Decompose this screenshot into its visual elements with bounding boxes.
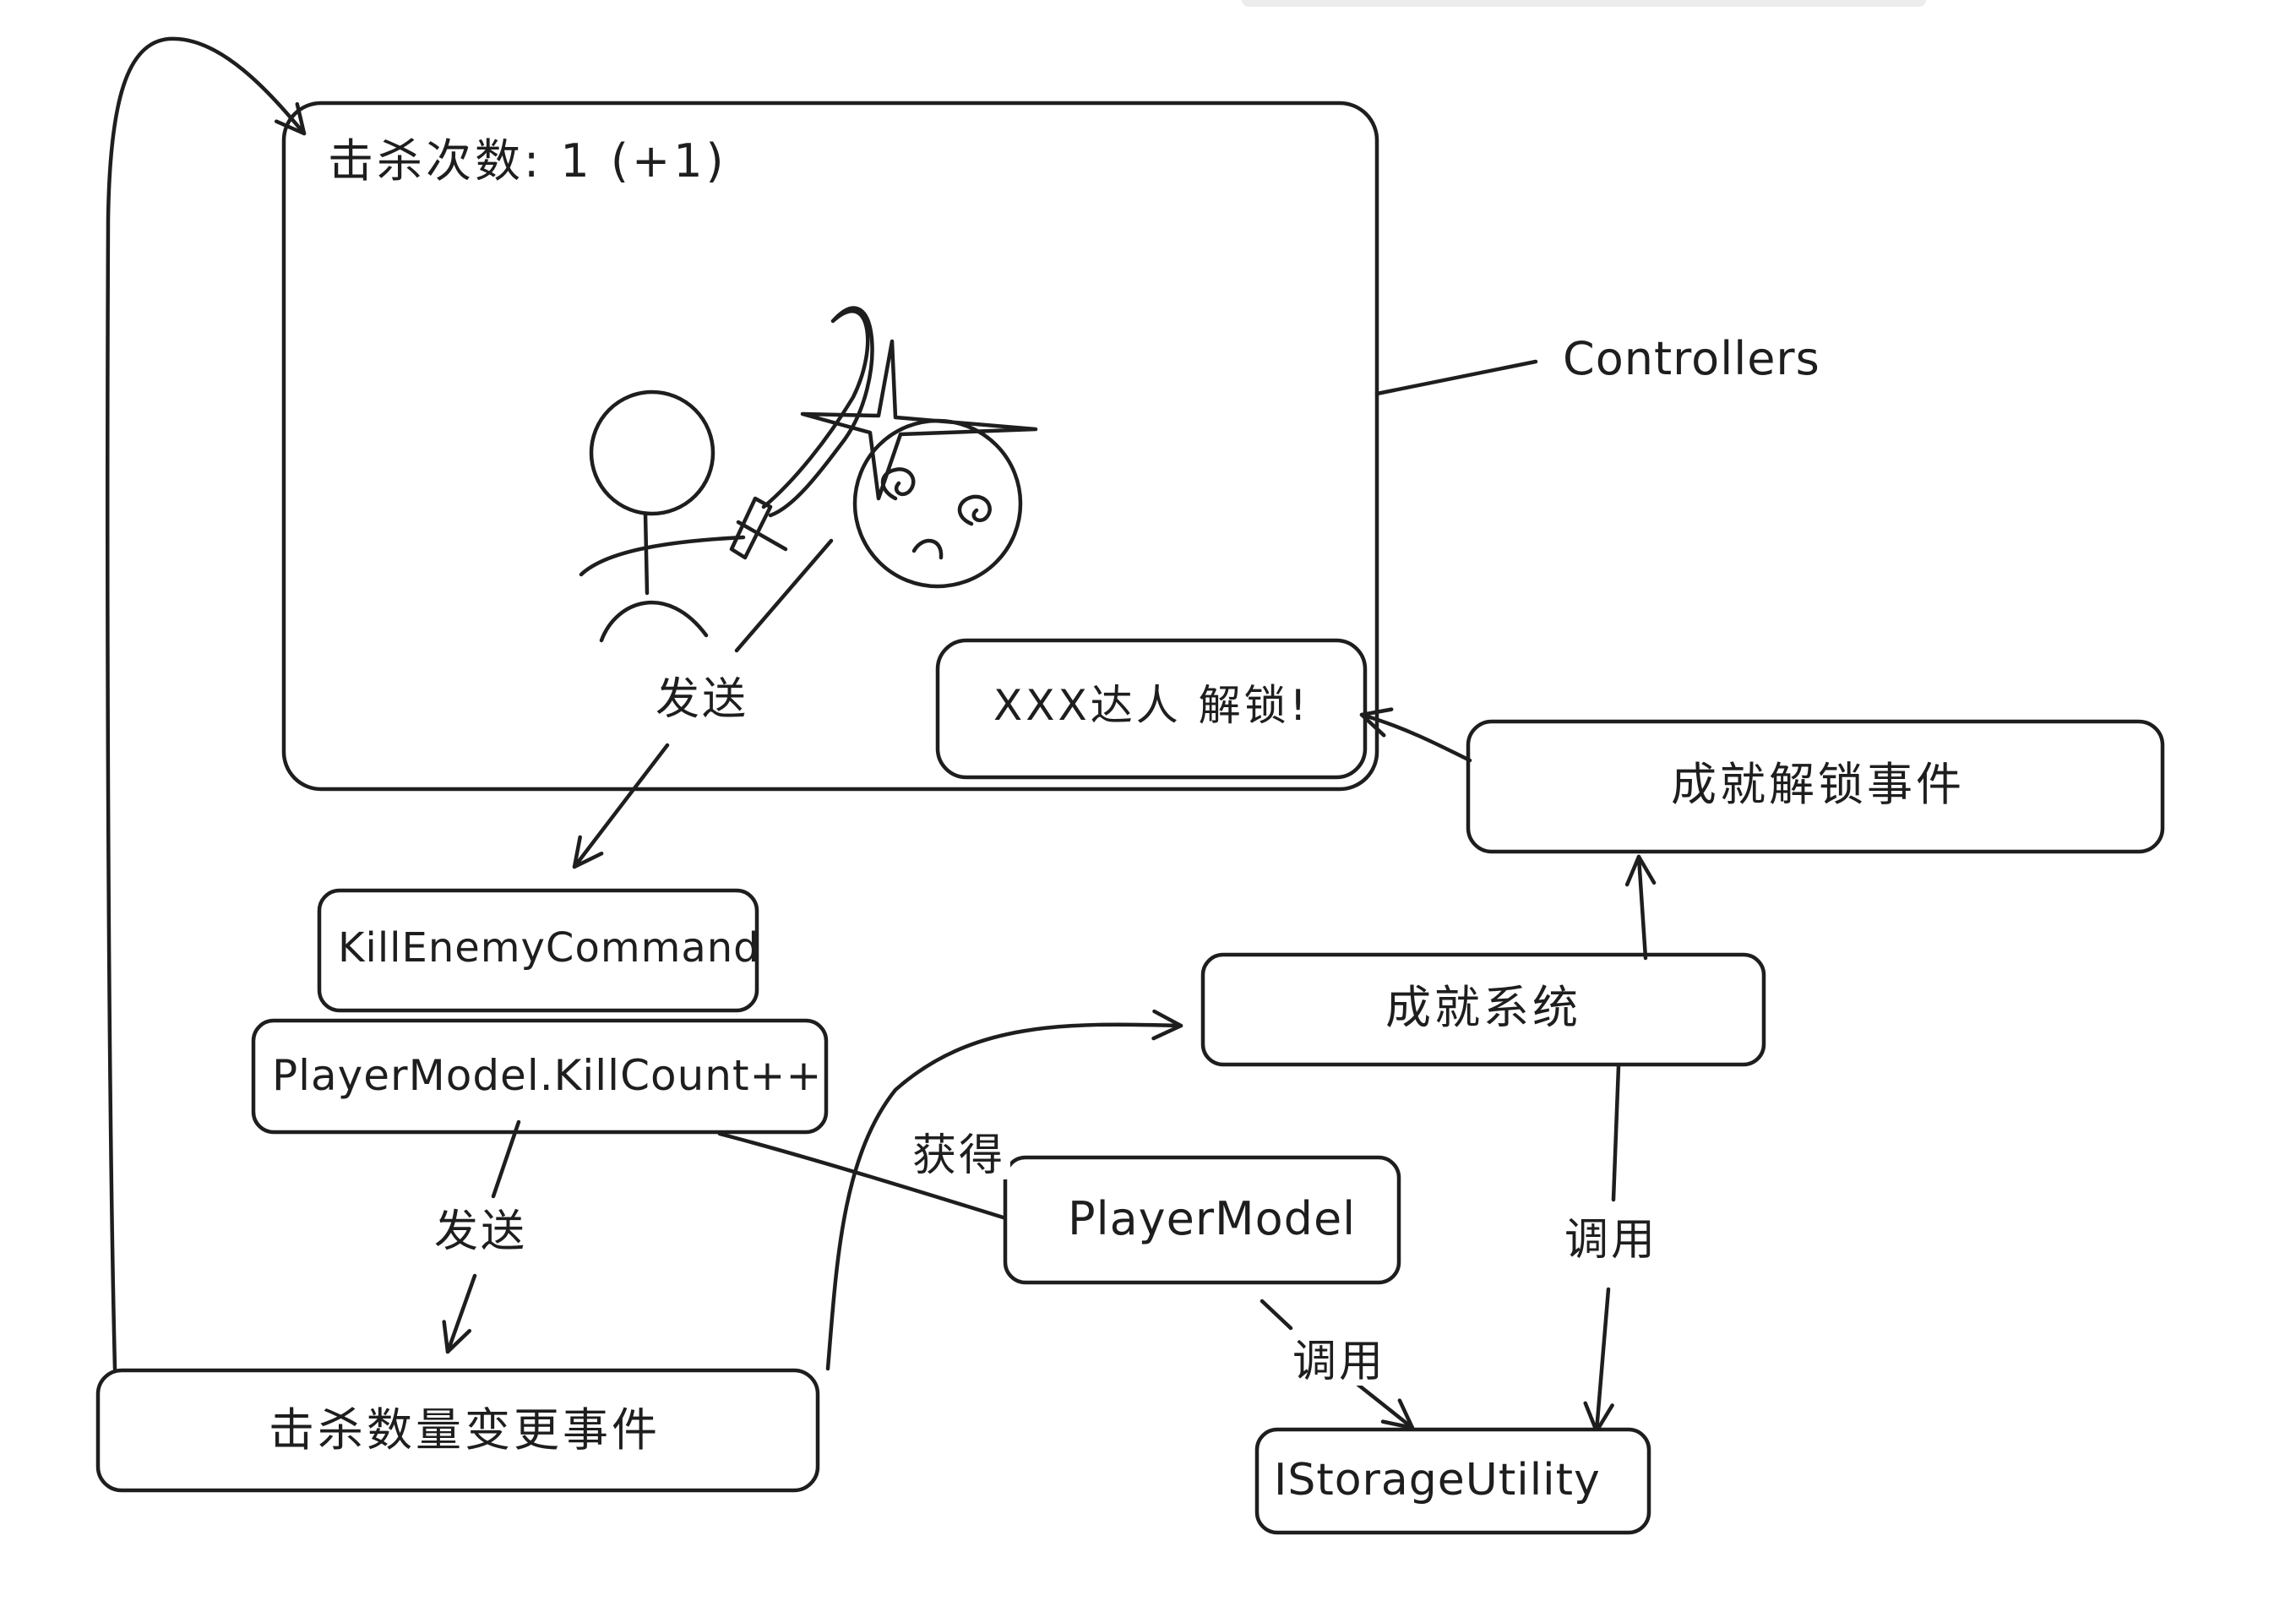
- edge-segment-send-event-top: [491, 1119, 521, 1199]
- edge-label-send-command: 发送: [650, 676, 754, 723]
- storage-utility-box: [1254, 1427, 1651, 1535]
- edge-label-send-event: 发送: [429, 1208, 533, 1255]
- edge-system-to-unlock-event: [1624, 854, 1657, 961]
- kill-enemy-command-box: [317, 888, 759, 1013]
- edge-system-calls-storage: [1583, 1287, 1614, 1434]
- sword-icon: [729, 306, 874, 560]
- edge-label-model-calls-storage: 调用: [1287, 1338, 1391, 1386]
- edge-send-command-arrow: [572, 743, 670, 869]
- edge-unlock-event-to-toast: [1359, 707, 1472, 763]
- unlock-event-text: 成就解锁事件: [1671, 758, 1965, 811]
- edge-label-get-model: 获得: [907, 1132, 1011, 1179]
- top-edge-shadow: [1242, 0, 1926, 7]
- edge-segment-send-command-top: [734, 538, 834, 653]
- edge-segment-model-storage-top: [1260, 1299, 1293, 1331]
- player-stick-figure: [579, 389, 746, 643]
- edge-send-event-arrow: [442, 1273, 477, 1354]
- achievement-system-box: [1200, 952, 1766, 1067]
- kill-counter-text: 击杀次数: 1 (+1): [328, 134, 727, 188]
- storage-utility-text: IStorageUtility: [1274, 1455, 1601, 1506]
- controllers-label: Controllers: [1563, 332, 1820, 385]
- player-model-box: [1003, 1155, 1401, 1285]
- kill-count-event-box: [95, 1368, 820, 1493]
- edge-get-player-model: [717, 1131, 1025, 1226]
- killcount-increment-box: [251, 1018, 829, 1135]
- unlock-event-box: [1466, 719, 2165, 854]
- controllers-pointer-line: [1374, 359, 1538, 396]
- achievement-system-text: 成就系统: [1385, 981, 1581, 1034]
- game-screen-frame: [281, 101, 1379, 792]
- unlock-toast-text: XXX达人 解锁!: [993, 681, 1310, 730]
- loop-arrow-event-to-screen: [106, 36, 307, 1371]
- edge-label-system-calls-storage: 调用: [1559, 1217, 1663, 1264]
- kill-count-event-text: 击杀数量变更事件: [269, 1403, 661, 1457]
- killcount-increment-text: PlayerModel.KillCount++: [272, 1051, 823, 1100]
- enemy-dizzy-face: [852, 418, 1023, 589]
- kill-enemy-command-text: KillEnemyCommand: [338, 924, 760, 972]
- player-model-text: PlayerModel: [1068, 1192, 1357, 1245]
- edge-model-calls-storage: [1352, 1380, 1415, 1430]
- edge-event-to-achievement-system: [825, 1009, 1183, 1371]
- edge-segment-system-storage-top: [1611, 1064, 1621, 1202]
